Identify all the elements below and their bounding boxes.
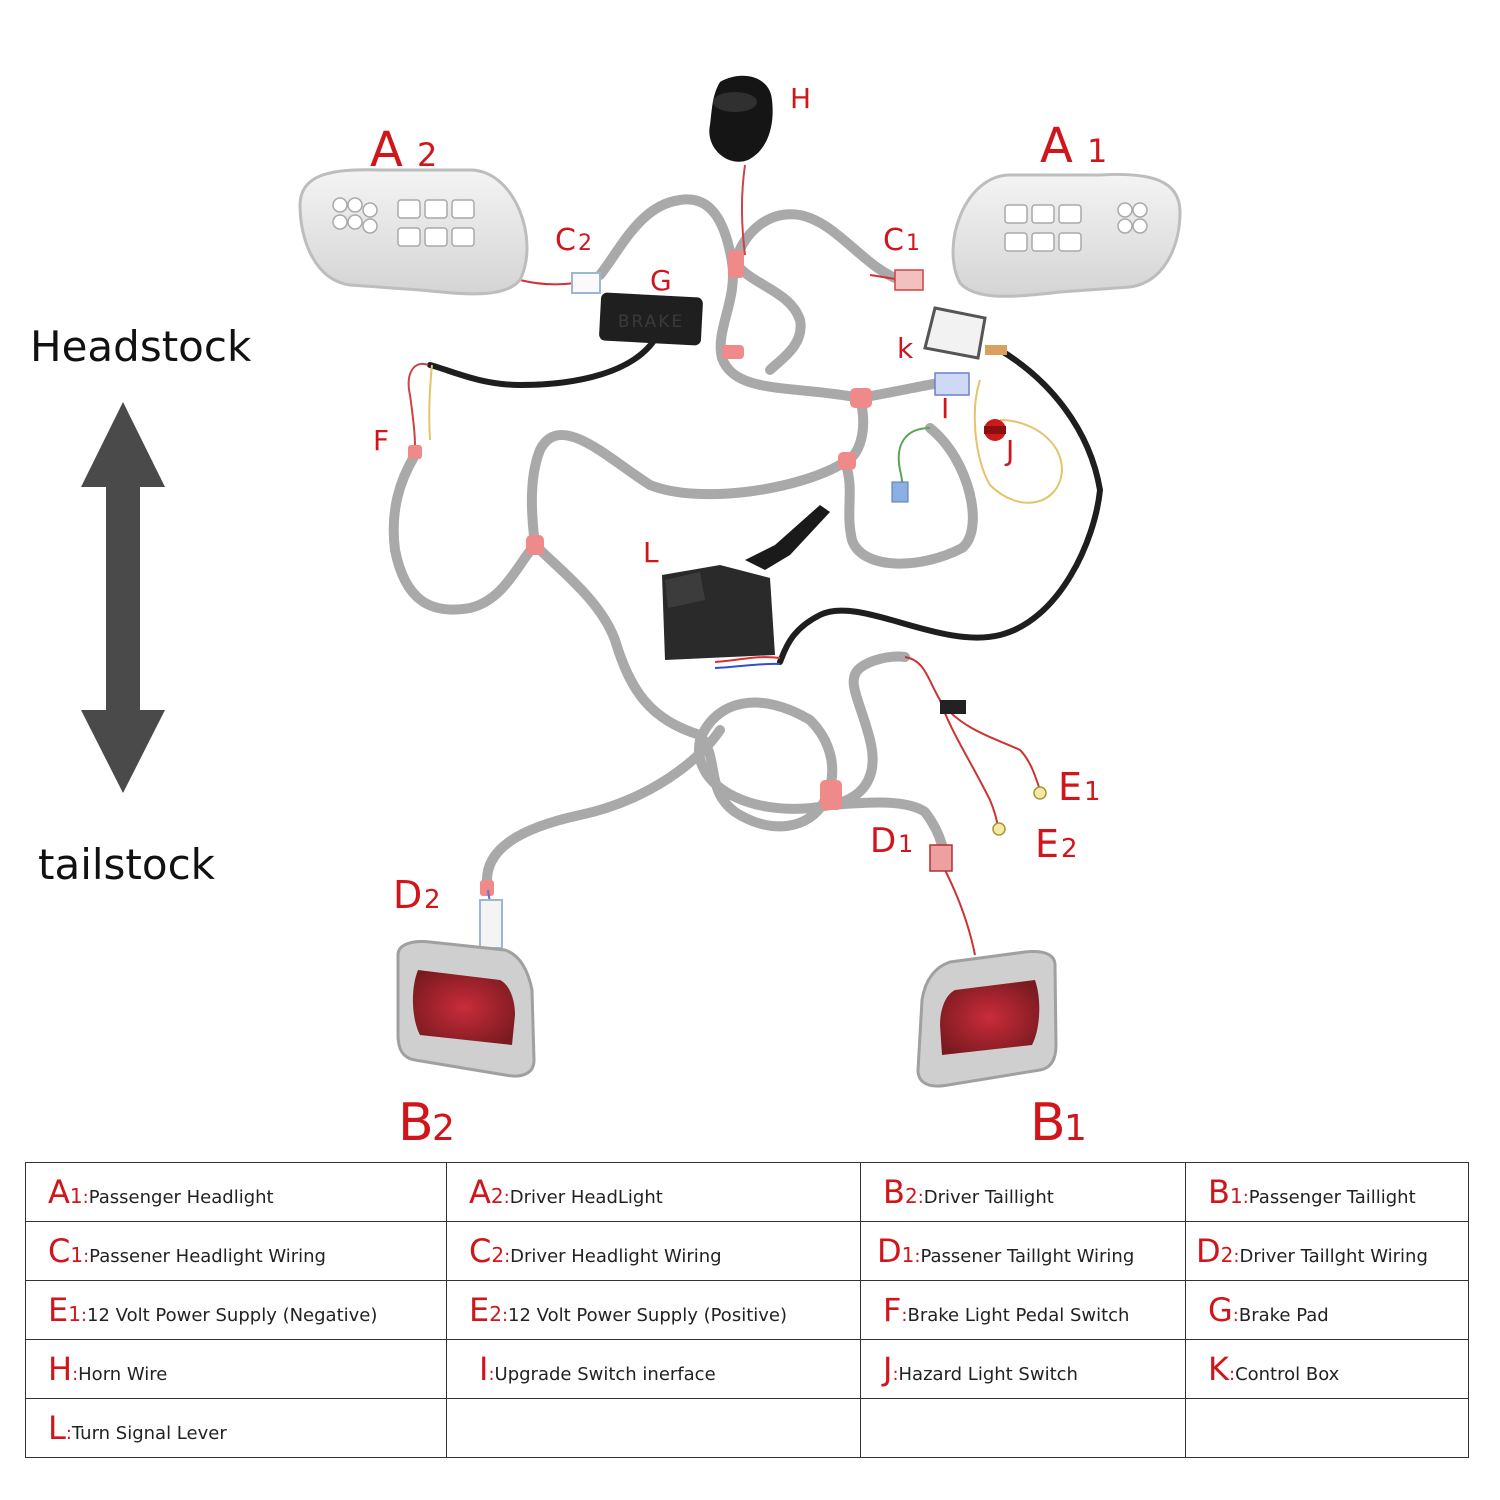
legend-cell-empty <box>446 1398 861 1458</box>
diagram-label-c1-num: 1 <box>906 231 920 256</box>
connectors <box>479 269 1047 949</box>
diagram-label-b2: B <box>398 1093 434 1153</box>
diagram-label-c1: C <box>883 223 904 258</box>
legend-cell-g: G:Brake Pad <box>1185 1280 1469 1340</box>
diagram-label-l: L <box>643 536 659 569</box>
horn <box>709 75 773 162</box>
main-harness <box>388 194 978 895</box>
diagram-label-a2: A <box>370 122 403 178</box>
diagram-label-i: I <box>941 392 949 425</box>
diagram-label-b1: B <box>1030 1093 1066 1153</box>
legend-row: A1:Passenger Headlight A2:Driver HeadLig… <box>25 1162 1469 1222</box>
taillight-b2 <box>396 940 536 1078</box>
legend-cell-a1: A1:Passenger Headlight <box>25 1162 447 1222</box>
legend-cell-h: H:Horn Wire <box>25 1339 447 1399</box>
legend-row: L:Turn Signal Lever <box>25 1398 1469 1458</box>
legend-cell-e2: E2:12 Volt Power Supply (Positive) <box>446 1280 861 1340</box>
control-box <box>923 306 1007 360</box>
taillight-b1 <box>916 950 1058 1088</box>
legend-row: H:Horn Wire I:Upgrade Switch inerface J:… <box>25 1339 1469 1399</box>
headlight-a2 <box>298 168 529 296</box>
legend-cell-l: L:Turn Signal Lever <box>25 1398 447 1458</box>
black-cables <box>427 327 1104 665</box>
legend-cell-c2: C2:Driver Headlight Wiring <box>446 1221 861 1281</box>
diagram-label-b2-num: 2 <box>432 1108 455 1149</box>
diagram-label-e2: E <box>1035 822 1059 866</box>
legend-cell-b2: B2:Driver Taillight <box>860 1162 1186 1222</box>
diagram-label-d2-num: 2 <box>424 885 441 915</box>
diagram-label-e1: E <box>1058 765 1082 809</box>
legend-row: E1:12 Volt Power Supply (Negative) E2:12… <box>25 1280 1469 1340</box>
legend-cell-d2: D2:Driver Taillght Wiring <box>1185 1221 1469 1281</box>
diagram-label-h: H <box>790 82 811 115</box>
legend-cell-f: F:Brake Light Pedal Switch <box>860 1280 1186 1340</box>
headlight-a1 <box>951 172 1182 298</box>
double-arrow-icon <box>81 402 165 793</box>
legend-cell-c1: C1:Passener Headlight Wiring <box>25 1221 447 1281</box>
legend-cell-b1: B1:Passenger Taillight <box>1185 1162 1469 1222</box>
diagram-label-e1-num: 1 <box>1084 777 1101 807</box>
diagram-label-g: G <box>650 264 672 297</box>
legend-cell-empty <box>1185 1398 1469 1458</box>
diagram-label-d1-num: 1 <box>898 830 913 858</box>
brake-pad: BRAKE <box>599 292 703 346</box>
legend-row: C1:Passener Headlight Wiring C2:Driver H… <box>25 1221 1469 1281</box>
diagram-label-j: J <box>1004 434 1014 467</box>
brake-pad-text: BRAKE <box>618 312 684 332</box>
legend-cell-i: I:Upgrade Switch inerface <box>446 1339 861 1399</box>
hazard-switch <box>984 419 1006 441</box>
turn-signal-lever <box>662 505 830 660</box>
diagram-label-f: F <box>373 424 389 457</box>
legend-cell-a2: A2:Driver HeadLight <box>446 1162 861 1222</box>
legend-cell-k: K:Control Box <box>1185 1339 1469 1399</box>
diagram-label-a2-num: 2 <box>417 136 437 174</box>
diagram-label-d2: D <box>393 873 422 917</box>
legend-cell-j: J:Hazard Light Switch <box>860 1339 1186 1399</box>
legend-cell-e1: E1:12 Volt Power Supply (Negative) <box>25 1280 447 1340</box>
legend-table: A1:Passenger Headlight A2:Driver HeadLig… <box>25 1162 1469 1458</box>
diagram-label-d1: D <box>870 821 896 861</box>
diagram-label-c2: C <box>555 223 576 258</box>
diagram-label-a1: A <box>1040 118 1073 174</box>
diagram-label-b1-num: 1 <box>1064 1108 1087 1149</box>
diagram-label-e2-num: 2 <box>1061 834 1078 864</box>
pink-sleeves <box>408 250 872 896</box>
diagram-label-a1-num: 1 <box>1087 132 1107 170</box>
headstock-label: Headstock <box>30 322 252 371</box>
diagram-label-c2-num: 2 <box>578 231 592 256</box>
diagram-label-k: k <box>897 332 914 365</box>
wiring-diagram: BRAKE H A 2 A 1 C 2 C 1 G k I J F L E 1 … <box>81 75 1182 1153</box>
legend-cell-empty <box>860 1398 1186 1458</box>
tailstock-label: tailstock <box>38 840 216 889</box>
thin-wires <box>407 164 1064 956</box>
legend-cell-d1: D1:Passener Taillght Wiring <box>860 1221 1186 1281</box>
